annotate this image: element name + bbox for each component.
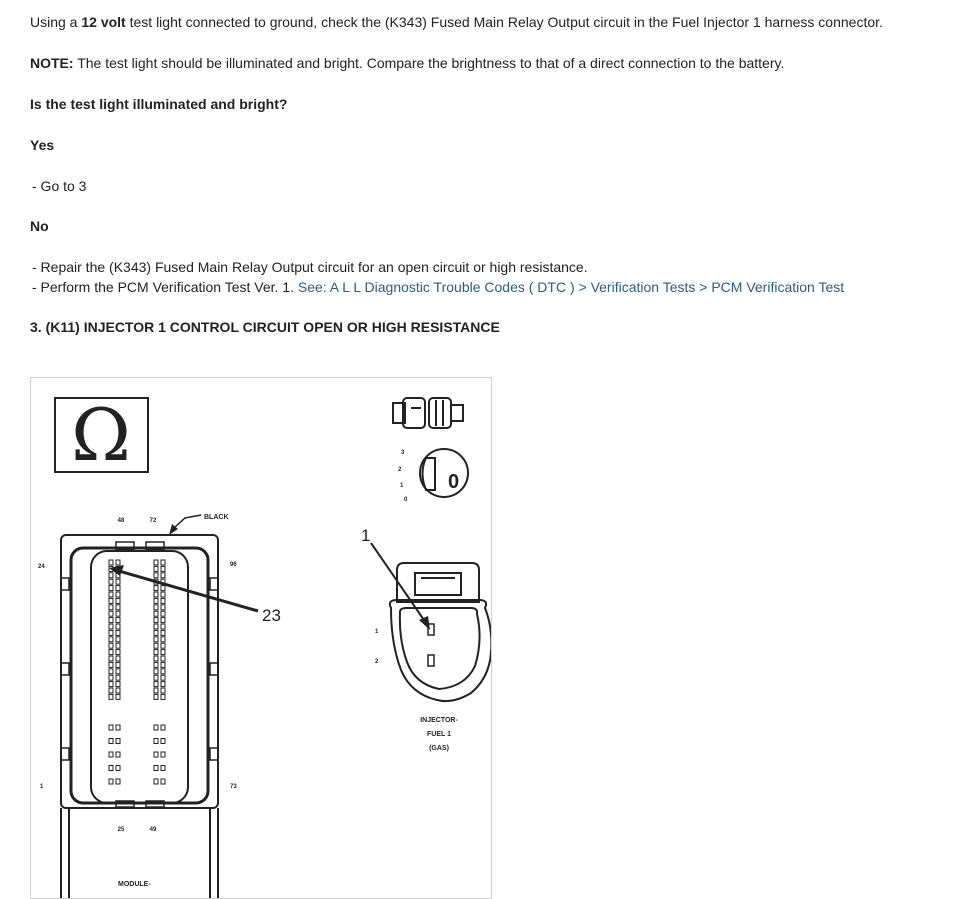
connector-color-label: BLACK: [204, 514, 229, 521]
instruction-text: Using a: [30, 14, 82, 30]
pin-label-72: 72: [150, 518, 157, 524]
injector-connector: [388, 562, 491, 703]
key-position-1: 1: [400, 483, 404, 489]
callout-1: 1: [361, 526, 370, 545]
injector-name-line-1: INJECTOR-: [420, 717, 458, 724]
ohmmeter-icon: Ω: [54, 393, 149, 477]
injector-name-line-3: (GAS): [429, 745, 449, 752]
ohm-symbol: Ω: [71, 393, 131, 477]
verification-test-link[interactable]: See: A L L Diagnostic Trouble Codes ( DT…: [297, 279, 845, 295]
pin-label-48: 48: [118, 518, 125, 524]
verify-text: - Perform the PCM Verification Test Ver.…: [32, 279, 298, 295]
color-leader-line: [173, 514, 202, 529]
pin-label-49: 49: [150, 827, 157, 833]
callout-1-arrow: [419, 616, 430, 630]
connector-diagram: Ω 0 3 2 1 0: [30, 377, 492, 899]
instruction-text-rest: test light connected to ground, check th…: [125, 14, 883, 30]
note-text: The test light should be illuminated and…: [73, 55, 785, 71]
yes-item: - Go to 3: [32, 178, 87, 194]
instruction-voltage: 12 volt: [81, 14, 126, 30]
callout-1-line: [370, 542, 427, 624]
no-label: No: [30, 218, 49, 234]
disconnected-connector-icon: [392, 397, 464, 429]
callout-23: 23: [262, 606, 281, 625]
injector-pin-1: 1: [375, 629, 379, 635]
key-position-0: 0: [404, 497, 408, 503]
step2-note: NOTE: The test light should be illuminat…: [30, 55, 784, 71]
step2-question: Is the test light illuminated and bright…: [30, 96, 288, 112]
pcm-pin-grid: [108, 559, 166, 785]
pin-label-24: 24: [38, 564, 45, 570]
step3-heading: 3. (K11) INJECTOR 1 CONTROL CIRCUIT OPEN…: [30, 319, 500, 335]
ignition-position: 0: [448, 471, 459, 493]
step2-instruction: Using a 12 volt test light connected to …: [30, 14, 883, 30]
key-position-3: 3: [401, 450, 405, 456]
pin-label-73: 73: [230, 784, 237, 790]
injector-name-line-2: FUEL 1: [427, 731, 451, 738]
no-item-verify: - Perform the PCM Verification Test Ver.…: [32, 279, 844, 295]
connector-diagram-svg: Ω 0 3 2 1 0: [38, 393, 491, 898]
key-position-2: 2: [398, 467, 402, 473]
no-item-repair: - Repair the (K343) Fused Main Relay Out…: [32, 259, 588, 275]
note-label: NOTE:: [30, 55, 74, 71]
ignition-key-icon: 0 3 2 1 0: [398, 448, 469, 503]
module-label: MODULE-: [118, 881, 151, 888]
pin-label-96: 96: [230, 562, 237, 568]
pin-label-25: 25: [118, 827, 125, 833]
yes-label: Yes: [30, 137, 55, 153]
callout-23-line: [118, 569, 259, 613]
color-leader-arrow: [169, 524, 178, 535]
pin-label-1: 1: [40, 784, 44, 790]
pcm-connector: [60, 534, 219, 898]
injector-pin-2: 2: [375, 659, 379, 665]
callout-23-arrow: [109, 565, 124, 576]
